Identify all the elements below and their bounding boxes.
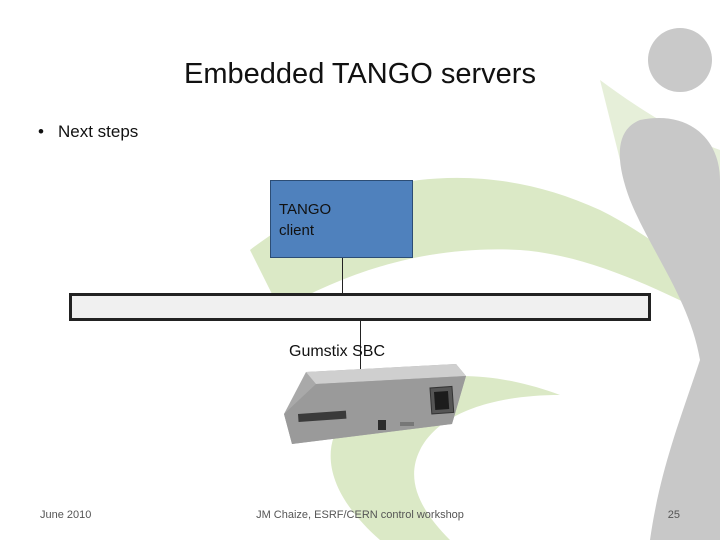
gumstix-sbc-label: Gumstix SBC <box>289 343 386 360</box>
tango-client-box: TANGO client <box>270 180 413 258</box>
page-number: 25 <box>667 509 680 521</box>
client-box-line2: client <box>279 222 315 239</box>
bullet-text: Next steps <box>58 122 139 141</box>
footer-date: June 2010 <box>40 509 92 521</box>
slide-title: Embedded TANGO servers <box>184 58 536 90</box>
gumstix-device-image <box>284 364 466 444</box>
footer-center-text: JM Chaize, ESRF/CERN control workshop <box>256 509 464 521</box>
client-box-line1: TANGO <box>279 201 332 218</box>
device-connector-line <box>360 321 361 369</box>
bullet-item: • Next steps <box>38 122 138 142</box>
bullet-marker: • <box>38 122 44 141</box>
client-connector-line <box>342 258 343 294</box>
network-bus <box>69 293 651 321</box>
